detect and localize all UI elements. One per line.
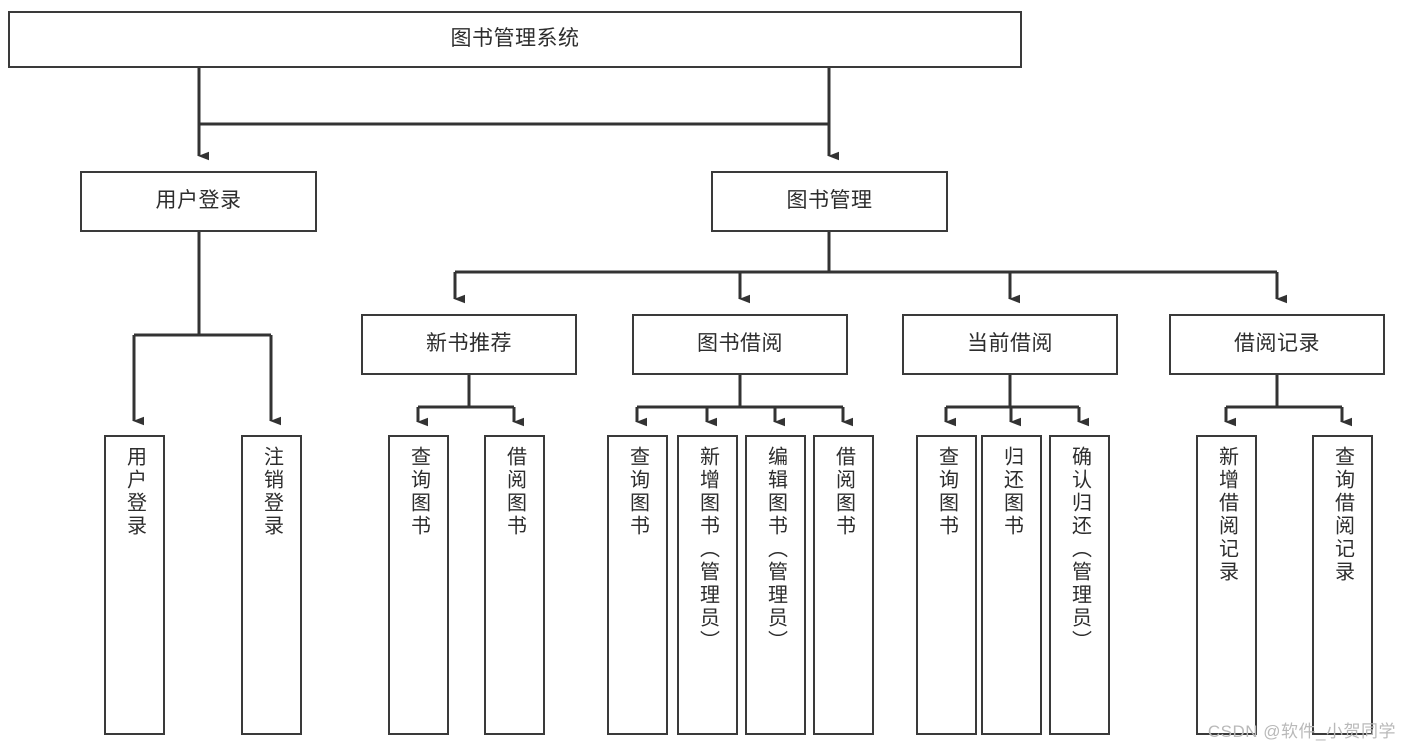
node-book-borrow[interactable]: 图书借阅 (632, 314, 848, 375)
node-new-book-recommend[interactable]: 新书推荐 (361, 314, 577, 375)
node-root-label: 图书管理系统 (450, 27, 580, 51)
node-new-book-recommend-label: 新书推荐 (426, 332, 512, 356)
node-leaf-currentborrow-query-book[interactable]: 查询图书 (916, 435, 977, 735)
node-current-borrow-label: 当前借阅 (967, 332, 1053, 356)
node-leaf-label: 确认归还（管理员） (1068, 446, 1091, 653)
node-leaf-label: 查询图书 (626, 446, 649, 538)
node-leaf-user-login-signin[interactable]: 用户登录 (104, 435, 165, 735)
node-leaf-label: 查询借阅记录 (1331, 446, 1354, 584)
node-borrow-record[interactable]: 借阅记录 (1169, 314, 1385, 375)
node-leaf-label: 编辑图书（管理员） (764, 446, 787, 653)
node-leaf-bookborrow-borrow-book[interactable]: 借阅图书 (813, 435, 874, 735)
node-leaf-newbook-borrow-book[interactable]: 借阅图书 (484, 435, 545, 735)
node-leaf-newbook-query-book[interactable]: 查询图书 (388, 435, 449, 735)
node-leaf-label: 借阅图书 (832, 446, 855, 538)
node-leaf-currentborrow-confirm-return-admin[interactable]: 确认归还（管理员） (1049, 435, 1110, 735)
node-leaf-label: 注销登录 (260, 446, 283, 538)
node-leaf-label: 查询图书 (407, 446, 430, 538)
node-leaf-bookborrow-add-book-admin[interactable]: 新增图书（管理员） (677, 435, 738, 735)
node-user-login-label: 用户登录 (155, 189, 242, 213)
node-leaf-label: 归还图书 (1000, 446, 1023, 538)
node-book-management-label: 图书管理 (786, 189, 873, 213)
node-user-login[interactable]: 用户登录 (80, 171, 317, 232)
node-current-borrow[interactable]: 当前借阅 (902, 314, 1118, 375)
node-leaf-label: 用户登录 (123, 446, 146, 538)
node-leaf-currentborrow-return-book[interactable]: 归还图书 (981, 435, 1042, 735)
node-leaf-bookborrow-edit-book-admin[interactable]: 编辑图书（管理员） (745, 435, 806, 735)
node-leaf-label: 借阅图书 (503, 446, 526, 538)
node-leaf-label: 查询图书 (935, 446, 958, 538)
node-leaf-borrowrecord-add-record[interactable]: 新增借阅记录 (1196, 435, 1257, 735)
node-leaf-borrowrecord-query-record[interactable]: 查询借阅记录 (1312, 435, 1373, 735)
node-leaf-label: 新增借阅记录 (1215, 446, 1238, 584)
node-leaf-user-login-signout[interactable]: 注销登录 (241, 435, 302, 735)
node-book-borrow-label: 图书借阅 (697, 332, 783, 356)
csdn-watermark: CSDN @软件_小贺同学 (1207, 722, 1396, 741)
node-leaf-bookborrow-query-book[interactable]: 查询图书 (607, 435, 668, 735)
node-book-management[interactable]: 图书管理 (711, 171, 948, 232)
node-leaf-label: 新增图书（管理员） (696, 446, 719, 653)
node-root-library-system[interactable]: 图书管理系统 (8, 11, 1022, 68)
node-borrow-record-label: 借阅记录 (1234, 332, 1320, 356)
